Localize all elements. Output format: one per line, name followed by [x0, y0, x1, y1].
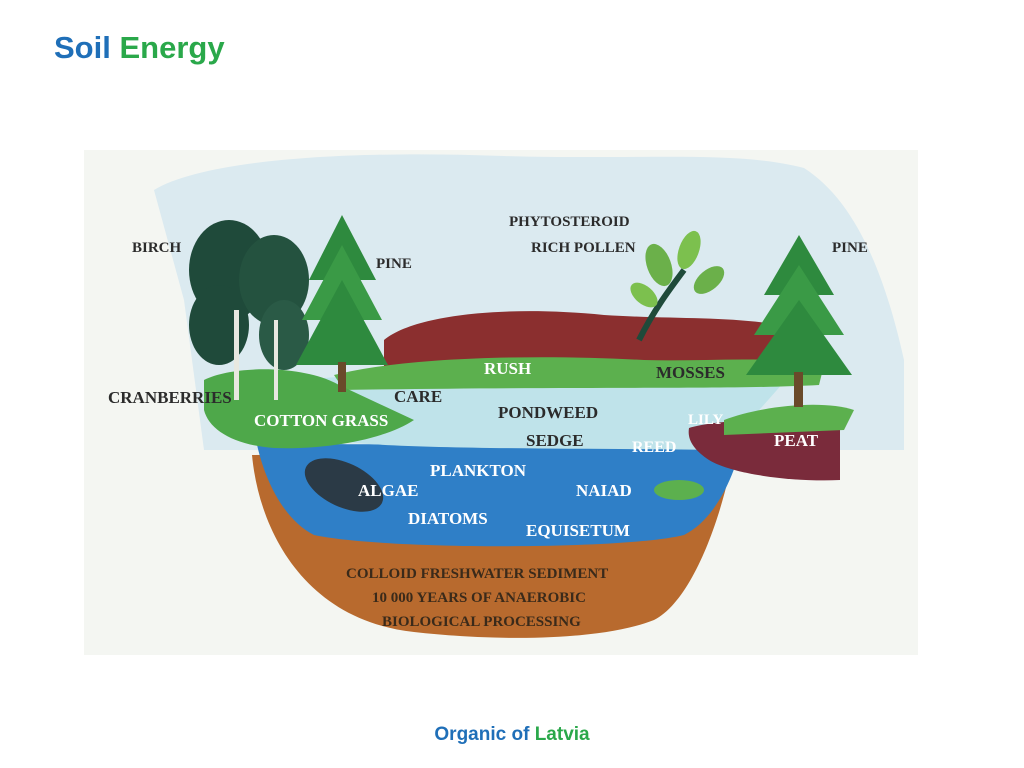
label-pine-right: PINE [832, 240, 868, 256]
footer-word-latvia: Latvia [534, 724, 590, 745]
label-lily: LILY [688, 412, 723, 428]
label-sediment-line-1: COLLOID FRESHWATER SEDIMENT [346, 566, 608, 582]
label-reed: REED [632, 439, 676, 456]
label-naiad: NAIAD [576, 481, 632, 500]
label-cranberries: CRANBERRIES [108, 388, 232, 407]
label-rush: RUSH [484, 359, 531, 378]
label-birch: BIRCH [132, 240, 182, 256]
title-word-soil: Soil [54, 30, 111, 65]
pollen-plant [630, 230, 725, 342]
label-mosses: MOSSES [656, 363, 725, 382]
algae-clump [304, 458, 384, 512]
footer: Organic of Latvia [0, 724, 1024, 746]
birch-trees [189, 220, 309, 400]
label-phytosteroid: PHYTOSTEROID [509, 214, 630, 230]
label-sediment-line-2: 10 000 YEARS OF ANAEROBIC [372, 590, 586, 606]
label-pine-left: PINE [376, 256, 412, 272]
wetland-ecosystem-diagram: BIRCH PINE PHYTOSTEROID RICH POLLEN PINE… [84, 150, 918, 655]
shallow-water [324, 371, 784, 450]
label-cotton-grass: COTTON GRASS [254, 411, 388, 430]
label-plankton: PLANKTON [430, 461, 527, 480]
label-pondweed: PONDWEED [498, 403, 598, 422]
footer-word-organic: Organic of [434, 724, 530, 745]
pine-tree-right [746, 235, 852, 407]
naiad-plant [654, 480, 704, 500]
label-equisetum: EQUISETUM [526, 521, 630, 540]
label-rich-pollen: RICH POLLEN [531, 240, 636, 256]
label-algae: ALGAE [358, 481, 418, 500]
pine-tree-left [296, 215, 388, 392]
label-diatoms: DIATOMS [408, 509, 488, 528]
right-grass [724, 404, 854, 435]
label-sedge: SEDGE [526, 431, 584, 450]
peat-bank [688, 420, 840, 481]
rush-grass [334, 357, 824, 390]
label-care: CARE [394, 387, 442, 406]
title-word-energy: Energy [119, 30, 225, 65]
slide-title: Soil Energy [54, 30, 225, 66]
deep-water [256, 435, 744, 547]
left-bank [204, 369, 414, 449]
hill [384, 311, 804, 370]
label-sediment-line-3: BIOLOGICAL PROCESSING [382, 614, 581, 630]
label-peat: PEAT [774, 431, 819, 450]
